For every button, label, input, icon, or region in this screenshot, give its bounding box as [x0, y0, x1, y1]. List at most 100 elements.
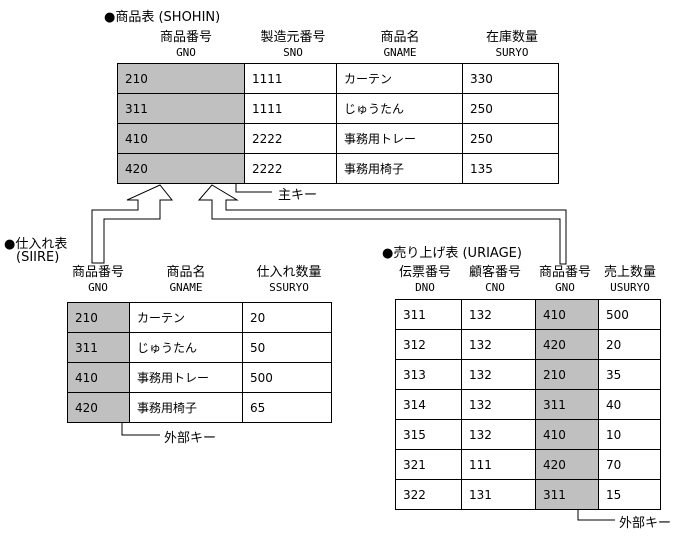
uriage-cell-dno: 322: [395, 479, 462, 510]
shohin-header-gno-en: GNO: [176, 46, 196, 59]
siire-cell-gno: 311: [67, 332, 130, 363]
uriage-cell-usuryo: 20: [598, 329, 661, 360]
siire-header-gname-ja: 商品名: [166, 265, 206, 280]
siire-foreign-key-label: 外部キー: [164, 431, 217, 446]
table-row: 322 131 311 15: [395, 479, 661, 510]
uriage-cell-usuryo: 15: [598, 479, 661, 510]
siire-title-en: (SIIRE): [16, 250, 60, 265]
table-row: 321 111 420 70: [395, 449, 661, 480]
shohin-cell-gno: 420: [117, 153, 245, 184]
siire-cell-gno: 210: [67, 302, 130, 333]
uriage-cell-dno: 311: [395, 299, 462, 330]
shohin-cell-gname: 事務用トレー: [336, 123, 463, 154]
shohin-header-gno: 商品番号 GNO: [146, 30, 226, 60]
shohin-table: 210 1111 カーテン 330 311 1111 じゅうたん 250 410…: [117, 63, 559, 184]
siire-title: ●仕入れ表: [4, 237, 68, 252]
uriage-header-usuryo-ja: 売上数量: [603, 265, 656, 280]
uriage-cell-gno: 410: [535, 419, 599, 450]
siire-cell-gno: 410: [67, 362, 130, 393]
uriage-header-cno-en: CNO: [485, 281, 505, 294]
table-row: 210 1111 カーテン 330: [117, 63, 559, 94]
uriage-to-shohin-arrow: [197, 184, 567, 265]
siire-header-gname-en: GNAME: [169, 281, 203, 294]
shohin-cell-gname: 事務用椅子: [336, 153, 463, 184]
table-row: 311 1111 じゅうたん 250: [117, 93, 559, 124]
uriage-header-dno-ja: 伝票番号: [398, 265, 451, 280]
table-row: 311 132 410 500: [395, 299, 661, 330]
shohin-title: ●商品表 (SHOHIN): [104, 10, 221, 25]
table-row: 420 事務用椅子 65: [67, 392, 332, 423]
shohin-cell-gno: 410: [117, 123, 245, 154]
shohin-header-gno-ja: 商品番号: [159, 30, 212, 45]
table-row: 410 事務用トレー 500: [67, 362, 332, 393]
uriage-cell-cno: 111: [461, 449, 536, 480]
shohin-cell-sno: 1111: [244, 93, 337, 124]
uriage-header-cno-ja: 顧客番号: [468, 265, 521, 280]
siire-cell-ssuryo: 65: [242, 392, 332, 423]
shohin-cell-suryo: 250: [462, 93, 559, 124]
uriage-cell-gno: 420: [535, 449, 599, 480]
shohin-cell-sno: 2222: [244, 153, 337, 184]
uriage-header-usuryo-en: USURYO: [610, 281, 650, 294]
shohin-cell-gno: 210: [117, 63, 245, 94]
uriage-cell-gno: 410: [535, 299, 599, 330]
siire-cell-gno: 420: [67, 392, 130, 423]
table-row: 313 132 210 35: [395, 359, 661, 390]
uriage-cell-cno: 132: [461, 359, 536, 390]
shohin-header-gname: 商品名 GNAME: [360, 30, 440, 60]
siire-table: 210 カーテン 20 311 じゅうたん 50 410 事務用トレー 500 …: [67, 302, 332, 423]
uriage-header-dno-en: DNO: [415, 281, 435, 294]
uriage-header-gno: 商品番号 GNO: [530, 265, 600, 295]
uriage-cell-gno: 420: [535, 329, 599, 360]
table-row: 210 カーテン 20: [67, 302, 332, 333]
uriage-cell-dno: 321: [395, 449, 462, 480]
uriage-cell-cno: 132: [461, 389, 536, 420]
uriage-header-dno: 伝票番号 DNO: [390, 265, 460, 295]
uriage-cell-cno: 132: [461, 299, 536, 330]
shohin-header-sno: 製造元番号 SNO: [248, 30, 338, 60]
siire-header-ssuryo-ja: 仕入れ数量: [256, 265, 322, 280]
siire-header-gno-en: GNO: [88, 281, 108, 294]
shohin-cell-suryo: 135: [462, 153, 559, 184]
uriage-header-usuryo: 売上数量 USURYO: [595, 265, 665, 295]
uriage-cell-gno: 210: [535, 359, 599, 390]
shohin-header-sno-en: SNO: [283, 46, 303, 59]
uriage-cell-gno: 311: [535, 389, 599, 420]
uriage-header-gno-ja: 商品番号: [538, 265, 591, 280]
uriage-cell-dno: 314: [395, 389, 462, 420]
siire-cell-gname: カーテン: [129, 302, 243, 333]
shohin-cell-gname: じゅうたん: [336, 93, 463, 124]
siire-to-shohin-arrow: [91, 184, 174, 264]
uriage-cell-usuryo: 10: [598, 419, 661, 450]
table-row: 311 じゅうたん 50: [67, 332, 332, 363]
uriage-header-cno: 顧客番号 CNO: [460, 265, 530, 295]
siire-cell-ssuryo: 500: [242, 362, 332, 393]
uriage-header-gno-en: GNO: [555, 281, 575, 294]
siire-header-gno: 商品番号 GNO: [58, 265, 138, 295]
table-row: 314 132 311 40: [395, 389, 661, 420]
siire-header-gname: 商品名 GNAME: [146, 265, 226, 295]
uriage-cell-usuryo: 40: [598, 389, 661, 420]
shohin-header-gname-ja: 商品名: [380, 30, 420, 45]
uriage-cell-usuryo: 35: [598, 359, 661, 390]
shohin-header-sno-ja: 製造元番号: [260, 30, 326, 45]
shohin-cell-sno: 2222: [244, 123, 337, 154]
shohin-header-suryo-en: SURYO: [495, 46, 529, 59]
siire-cell-ssuryo: 50: [242, 332, 332, 363]
siire-cell-gname: 事務用椅子: [129, 392, 243, 423]
siire-header-ssuryo-en: SSURYO: [269, 281, 309, 294]
uriage-cell-cno: 131: [461, 479, 536, 510]
shohin-cell-suryo: 250: [462, 123, 559, 154]
uriage-cell-usuryo: 70: [598, 449, 661, 480]
siire-header-ssuryo: 仕入れ数量 SSURYO: [244, 265, 334, 295]
uriage-foreign-key-label: 外部キー: [619, 516, 672, 531]
siire-cell-gname: じゅうたん: [129, 332, 243, 363]
shohin-header-suryo: 在庫数量 SURYO: [472, 30, 552, 60]
table-row: 420 2222 事務用椅子 135: [117, 153, 559, 184]
uriage-cell-cno: 132: [461, 419, 536, 450]
uriage-table: 311 132 410 500 312 132 420 20 313 132 2…: [395, 299, 661, 510]
shohin-cell-sno: 1111: [244, 63, 337, 94]
shohin-cell-gno: 311: [117, 93, 245, 124]
uriage-cell-dno: 313: [395, 359, 462, 390]
primary-key-label: 主キー: [278, 188, 318, 203]
